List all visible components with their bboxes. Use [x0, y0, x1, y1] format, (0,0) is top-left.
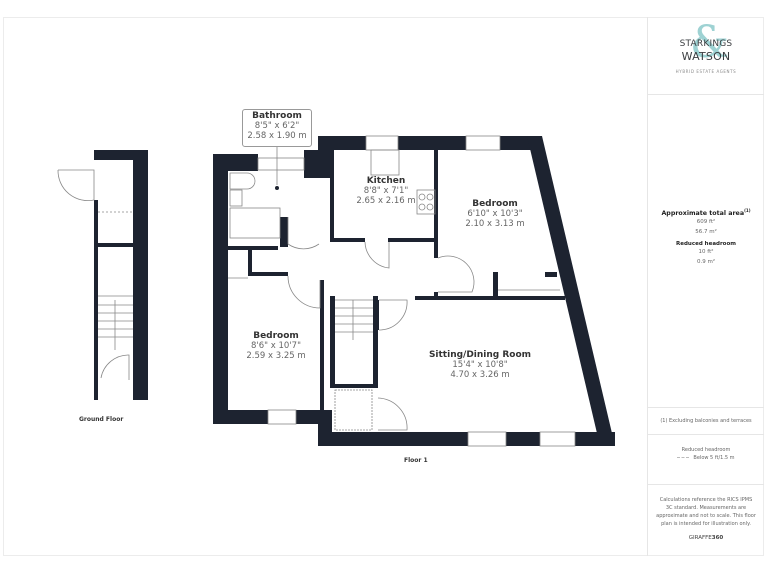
disclaimer-section: Calculations reference the RICS IPMS 3C …	[648, 485, 764, 556]
room-imperial: 8'5" x 6'2"	[254, 121, 300, 131]
brand-name-2: WATSON	[681, 50, 731, 63]
room-label-bathroom: Bathroom 8'5" x 6'2" 2.58 x 1.90 m	[242, 109, 312, 147]
legend-item: Below 5 ft/1.5 m	[648, 454, 764, 462]
room-imperial: 15'4" x 10'8"	[452, 360, 508, 370]
room-imperial: 8'6" x 10'7"	[251, 341, 301, 351]
fixtures	[57, 135, 576, 447]
floor-label-first: Floor 1	[404, 457, 428, 464]
room-metric: 2.59 x 3.25 m	[246, 351, 306, 361]
room-imperial: 8'8" x 7'1"	[363, 186, 409, 196]
room-label-bedroom-1: Bedroom 6'10" x 10'3" 2.10 x 3.13 m	[446, 199, 544, 229]
logo-ampersand-icon: &	[690, 17, 730, 68]
floor-plan-drawing	[57, 135, 615, 447]
room-label-sitting-dining: Sitting/Dining Room 15'4" x 10'8" 4.70 x…	[420, 350, 540, 380]
reduced-m: 0.9 m²	[696, 259, 716, 266]
room-name: Bedroom	[253, 331, 299, 341]
area-m: 56.7 m²	[695, 229, 717, 236]
plan-frame	[3, 17, 764, 556]
room-imperial: 6'10" x 10'3"	[467, 209, 523, 219]
brand-name-1: STARKINGS	[679, 39, 733, 49]
area-summary: Approximate total area(1) 609 ft² 56.7 m…	[648, 95, 764, 408]
area-title: Approximate total area(1)	[661, 208, 751, 218]
giraffe360-logo: GIRAFFE360	[688, 535, 724, 541]
reduced-ft: 10 ft²	[698, 249, 714, 256]
room-label-kitchen: Kitchen 8'8" x 7'1" 2.65 x 2.16 m	[340, 176, 432, 206]
callout-dot	[275, 186, 279, 190]
floor-label-ground: Ground Floor	[79, 416, 124, 423]
brand-tagline: HYBRID ESTATE AGENTS	[675, 69, 737, 74]
room-name: Bedroom	[472, 199, 518, 209]
room-metric: 4.70 x 3.26 m	[450, 370, 510, 380]
walls	[94, 136, 615, 446]
reduced-title: Reduced headroom	[676, 241, 736, 248]
room-metric: 2.58 x 1.90 m	[247, 131, 307, 141]
room-name: Kitchen	[366, 176, 406, 186]
legend: Reduced headroom Below 5 ft/1.5 m	[648, 435, 764, 485]
legend-title: Reduced headroom	[681, 447, 731, 453]
room-metric: 2.10 x 3.13 m	[465, 219, 525, 229]
room-label-bedroom-2: Bedroom 8'6" x 10'7" 2.59 x 3.25 m	[232, 331, 320, 361]
room-metric: 2.65 x 2.16 m	[356, 196, 416, 206]
area-ft: 609 ft²	[696, 219, 716, 226]
disclaimer: Calculations reference the RICS IPMS 3C …	[656, 497, 756, 527]
dashed-line-icon	[677, 457, 690, 458]
footnote: (1) Excluding balconies and terraces	[648, 408, 764, 435]
room-name: Sitting/Dining Room	[428, 350, 532, 360]
room-name: Bathroom	[252, 111, 302, 121]
info-panel: & STARKINGS WATSON HYBRID ESTATE AGENTS …	[647, 17, 764, 556]
brand-logo: & STARKINGS WATSON HYBRID ESTATE AGENTS	[648, 17, 764, 95]
